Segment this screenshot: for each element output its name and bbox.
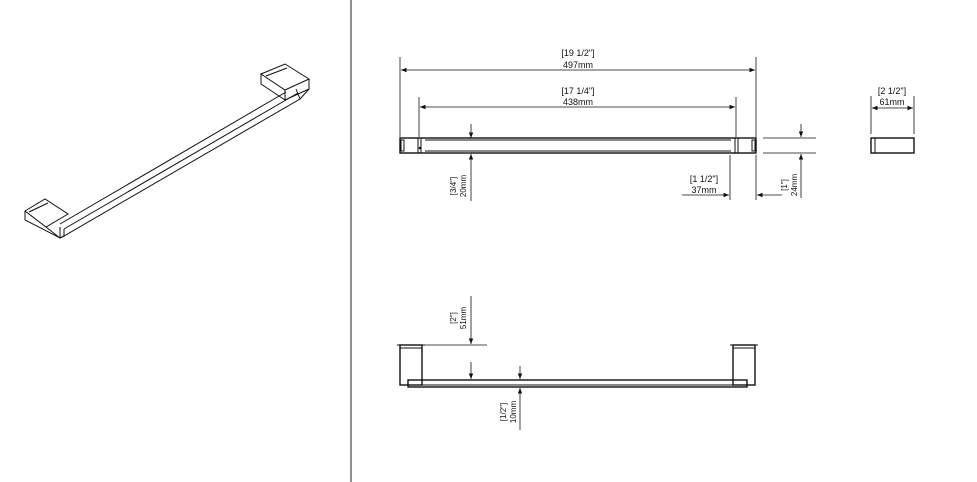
dim-projection	[425, 296, 487, 381]
front-view	[399, 137, 757, 154]
dim-overall-in: [19 1/2"]	[561, 48, 594, 58]
dim-post-height-in: [1"]	[780, 179, 789, 191]
dim-overall-width	[399, 57, 757, 137]
dim-post-width-in: [1 1/2"]	[690, 174, 718, 184]
dim-thickness-mm: 10mm	[509, 401, 518, 424]
dim-side-in: [2 1/2"]	[878, 86, 906, 96]
isometric-view	[24, 63, 311, 239]
dim-center-in: [17 1/4"]	[561, 86, 594, 96]
dim-projection-in: [2"]	[449, 312, 458, 324]
dim-projection-mm: 51mm	[459, 307, 468, 330]
dim-thickness-in: [1/2"]	[499, 403, 508, 421]
dim-bar-height-in: [3/4"]	[449, 177, 458, 195]
dim-post-height	[763, 124, 816, 198]
dim-post-width	[682, 155, 782, 200]
dim-post-height-mm: 24mm	[790, 174, 799, 197]
dim-center-width	[418, 97, 737, 137]
top-view	[397, 344, 758, 388]
dim-center-mm: 438mm	[563, 97, 593, 107]
dim-side-mm: 61mm	[879, 97, 904, 107]
dim-bar-height-mm: 20mm	[459, 175, 468, 198]
side-view	[870, 96, 915, 154]
dim-post-width-mm: 37mm	[691, 185, 716, 195]
dim-overall-mm: 497mm	[563, 60, 593, 70]
